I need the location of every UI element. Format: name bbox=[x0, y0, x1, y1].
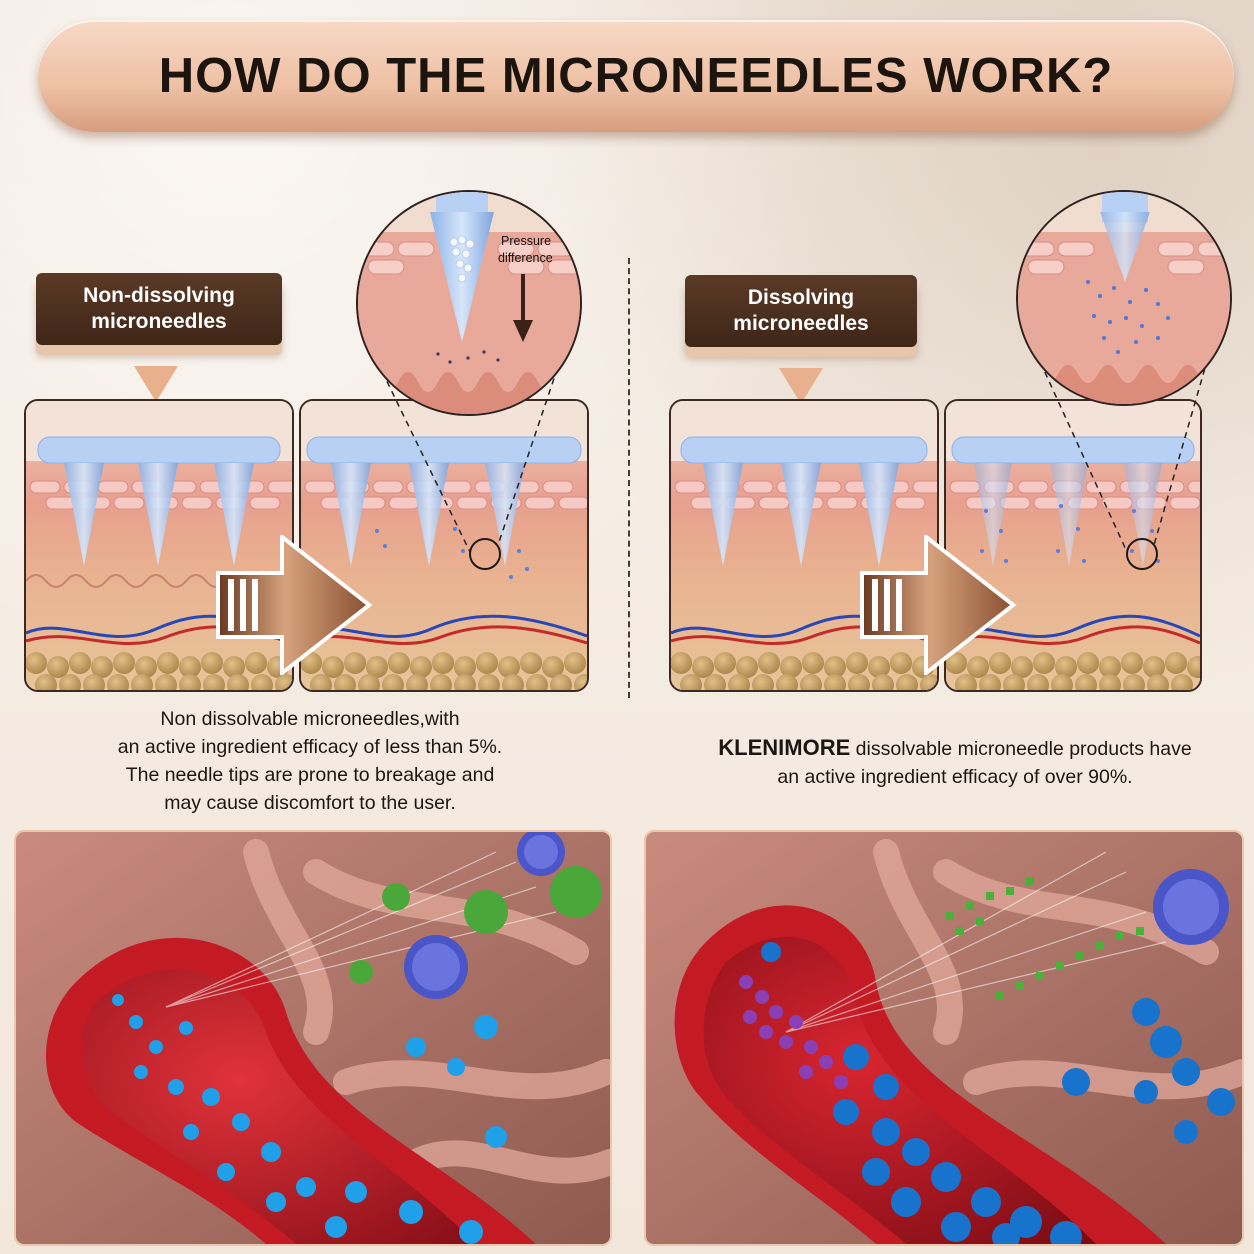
zoom-detail bbox=[1018, 192, 1230, 404]
skin-cross-section bbox=[301, 401, 587, 690]
brand-name: KLENIMORE bbox=[718, 735, 851, 760]
skin-cross-section bbox=[26, 401, 292, 690]
zoom-circle-right bbox=[1016, 190, 1232, 406]
caption-line: Non dissolvable microneedles,with bbox=[160, 708, 460, 730]
cell-icon bbox=[517, 832, 565, 876]
skin-panel-right-after bbox=[944, 399, 1202, 692]
blood-vessel-illustration bbox=[646, 832, 1242, 1244]
label-pointer bbox=[134, 366, 178, 402]
cell-icon bbox=[1153, 869, 1229, 945]
label-line-2: microneedles bbox=[91, 310, 227, 333]
page-title: HOW DO THE MICRONEEDLES WORK? bbox=[158, 49, 1114, 103]
difference-label: difference bbox=[498, 251, 553, 265]
skin-panel-right-before bbox=[669, 399, 939, 692]
illustration-dissolving bbox=[644, 830, 1244, 1246]
caption-line: dissolvable microneedle products have bbox=[850, 738, 1192, 760]
caption-line: The needle tips are prone to breakage an… bbox=[125, 764, 495, 786]
label-line-2: microneedles bbox=[733, 312, 869, 335]
blood-vessel-illustration bbox=[16, 832, 610, 1244]
pressure-label: Pressure bbox=[501, 234, 551, 248]
caption-line: an active ingredient efficacy of less th… bbox=[117, 736, 503, 758]
cell-icon bbox=[404, 935, 468, 999]
zoom-detail: Pressure difference bbox=[358, 192, 580, 414]
caption-line: may cause discomfort to the user. bbox=[164, 792, 456, 814]
caption-line: an active ingredient efficacy of over 90… bbox=[777, 766, 1133, 788]
label-line-1: Non-dissolving bbox=[83, 283, 235, 307]
skin-panel-left-before bbox=[24, 399, 294, 692]
zoom-circle-left: Pressure difference bbox=[356, 190, 582, 416]
right-arrow-icon bbox=[216, 535, 373, 675]
label-non-dissolving: Non-dissolving microneedles bbox=[36, 273, 282, 345]
label-dissolving: Dissolving microneedles bbox=[685, 275, 917, 347]
skin-cross-section bbox=[671, 401, 937, 690]
caption-left: Non dissolvable microneedles,with an act… bbox=[40, 705, 580, 817]
label-line-1: Dissolving bbox=[747, 285, 855, 309]
illustration-non-dissolving bbox=[14, 830, 612, 1246]
section-divider bbox=[628, 258, 630, 698]
down-arrow-icon bbox=[513, 274, 533, 342]
right-arrow-icon bbox=[860, 535, 1017, 675]
label-pointer bbox=[779, 368, 823, 404]
caption-right: KLENIMORE dissolvable microneedle produc… bbox=[660, 734, 1250, 791]
title-banner: HOW DO THE MICRONEEDLES WORK? bbox=[38, 20, 1234, 132]
skin-panel-left-after bbox=[299, 399, 589, 692]
skin-cross-section bbox=[946, 401, 1200, 690]
